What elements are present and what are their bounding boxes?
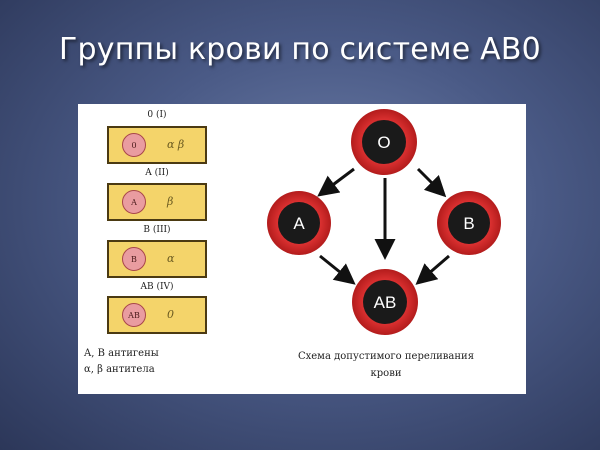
group-card-ab: AB 0: [107, 296, 207, 334]
antibody-ab: 0: [167, 308, 174, 321]
arrow-o-to-a: [317, 167, 355, 197]
node-o: O: [351, 109, 417, 175]
group-label-0: 0 (I): [147, 110, 167, 120]
diagram-panel: 0 (I) 0 α β A (II) A β B (III) B α AB (I…: [78, 104, 526, 394]
node-a-label: A: [293, 214, 305, 233]
legend-antigens: A, B антигены: [84, 348, 159, 359]
antibody-a: β: [167, 195, 174, 208]
diagram-caption-line1: Схема допустимого переливания: [297, 351, 475, 362]
diagram-caption-line2: крови: [370, 368, 402, 379]
group-card-0: 0 α β: [107, 126, 207, 164]
arrow-b-to-ab: [415, 254, 450, 285]
antibody-0: α β: [167, 138, 185, 151]
arrow-a-to-ab: [319, 254, 356, 285]
node-ab: AB: [352, 269, 418, 335]
cell-ab: AB: [122, 303, 146, 327]
node-ab-label: AB: [374, 293, 397, 312]
antibody-b: α: [167, 252, 175, 265]
node-o-label: O: [377, 133, 390, 152]
cell-0: 0: [122, 133, 146, 157]
group-card-b: B α: [107, 240, 207, 278]
cell-a: A: [122, 190, 146, 214]
group-label-a: A (II): [145, 168, 169, 178]
node-b-label: B: [463, 214, 474, 233]
cell-b: B: [122, 247, 146, 271]
node-b: B: [437, 191, 501, 255]
legend-antibodies: α, β антитела: [84, 364, 155, 375]
node-a: A: [267, 191, 331, 255]
group-card-a: A β: [107, 183, 207, 221]
group-label-ab: AB (IV): [140, 282, 174, 292]
transfusion-diagram: O A B AB: [267, 109, 501, 335]
arrow-o-to-b: [416, 167, 447, 198]
group-label-b: B (III): [143, 225, 171, 235]
slide-title: Группы крови по системе АВ0: [59, 32, 541, 67]
